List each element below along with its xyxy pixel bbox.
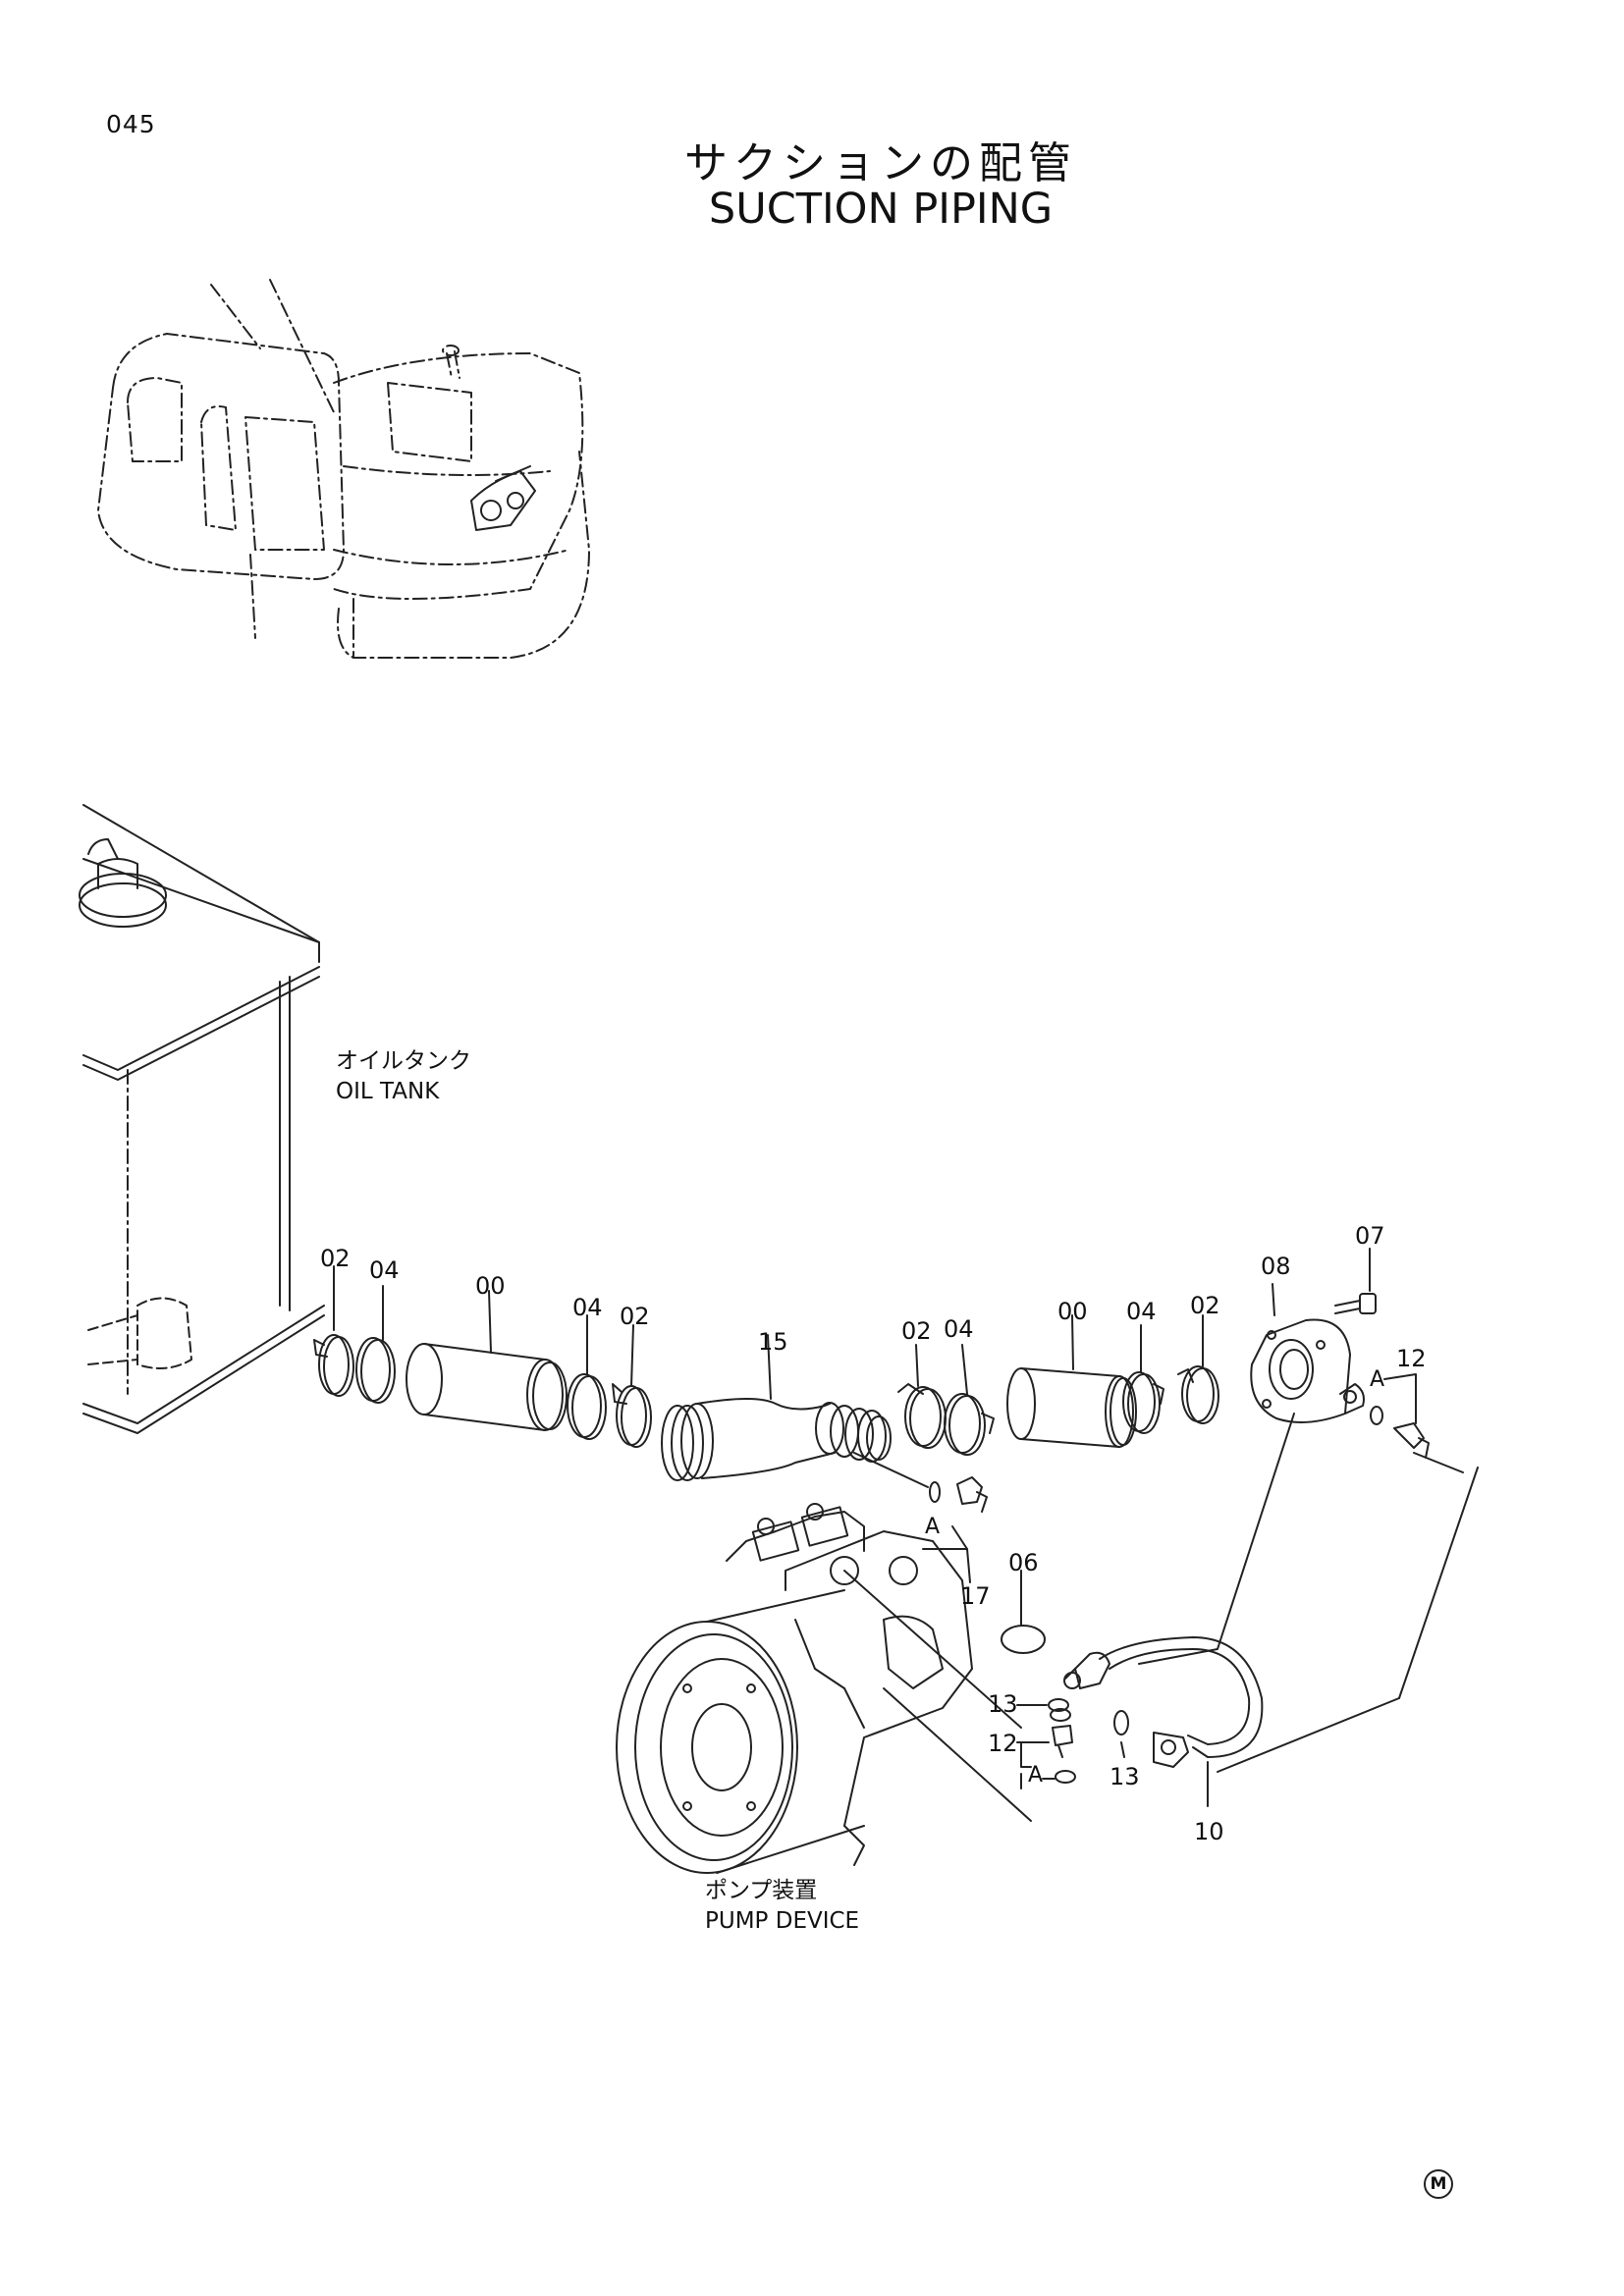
adapter-fitting-12-upper — [1217, 1373, 1479, 1773]
oil-tank-label-japanese: オイルタンク — [336, 1048, 471, 1074]
callout-00-left: 00 — [475, 1272, 506, 1300]
callout-04-middle: 04 — [572, 1294, 603, 1321]
callout-12-lower: 12 — [988, 1730, 1018, 1757]
callout-10: 10 — [1194, 1818, 1224, 1845]
callout-02-right-middle: 02 — [901, 1317, 932, 1345]
corner-m-mark: M — [1424, 2169, 1453, 2199]
hose-clamp-04-middle — [567, 1314, 607, 1440]
hose-clamp-02-right — [1177, 1314, 1219, 1424]
callout-02-middle: 02 — [620, 1303, 650, 1330]
callout-15: 15 — [758, 1328, 788, 1356]
oring-13-lower — [1113, 1710, 1129, 1758]
pump-device-label-english: PUMP DEVICE — [705, 1908, 860, 1934]
hose-clamp-02-middle — [612, 1324, 652, 1448]
callout-04-right-middle: 04 — [944, 1315, 974, 1343]
oil-tank-illustration — [79, 804, 325, 1434]
oring-06 — [1001, 1570, 1046, 1654]
suction-pipe-15 — [661, 1334, 892, 1481]
hose-clamp-04-right — [1122, 1324, 1164, 1434]
callout-04-right: 04 — [1126, 1298, 1157, 1325]
callout-02-left: 02 — [320, 1245, 351, 1272]
hose-clamp-02-left — [313, 1265, 354, 1397]
callout-00-right: 00 — [1057, 1298, 1088, 1325]
callout-06: 06 — [1008, 1549, 1039, 1576]
callout-13-lower: 13 — [1110, 1763, 1140, 1790]
callout-04-left: 04 — [369, 1256, 400, 1284]
hose-assembly-10 — [1063, 1636, 1264, 1807]
detail-mark-a-lower: A — [1028, 1763, 1044, 1788]
callout-12-upper: 12 — [1396, 1345, 1427, 1372]
plug-17-with-oring — [853, 1452, 988, 1583]
detail-mark-a-middle: A — [925, 1515, 941, 1539]
pump-device-label-japanese: ポンプ装置 — [705, 1878, 818, 1903]
rubber-hose-00-left — [406, 1290, 568, 1431]
excavator-overview-illustration — [97, 279, 590, 659]
callout-13-upper: 13 — [988, 1690, 1018, 1718]
pump-location-detail — [470, 465, 536, 531]
page-number: 045 — [106, 110, 156, 138]
callout-17: 17 — [960, 1582, 991, 1610]
hose-clamp-02-right-middle — [897, 1344, 947, 1449]
detail-mark-a-upper: A — [1370, 1367, 1385, 1392]
rubber-hose-00-right — [1006, 1314, 1137, 1448]
callout-02-right: 02 — [1190, 1292, 1220, 1319]
hose-clamp-04-left — [355, 1285, 396, 1404]
page-title-english: SUCTION PIPING — [708, 185, 1054, 234]
adapter-fitting-12-lower — [1016, 1725, 1076, 1789]
page-title-japanese: サクションの配管 — [684, 138, 1077, 188]
bolt-07 — [1334, 1248, 1377, 1314]
hose-clamp-04-right-middle — [944, 1344, 995, 1456]
oring-13-upper — [1016, 1698, 1071, 1722]
suction-flange-elbow-08 — [1138, 1283, 1365, 1665]
callout-08: 08 — [1261, 1253, 1291, 1280]
oil-tank-label-english: OIL TANK — [336, 1079, 440, 1104]
pump-device-illustration — [616, 1503, 1032, 1874]
callout-07: 07 — [1355, 1222, 1385, 1250]
